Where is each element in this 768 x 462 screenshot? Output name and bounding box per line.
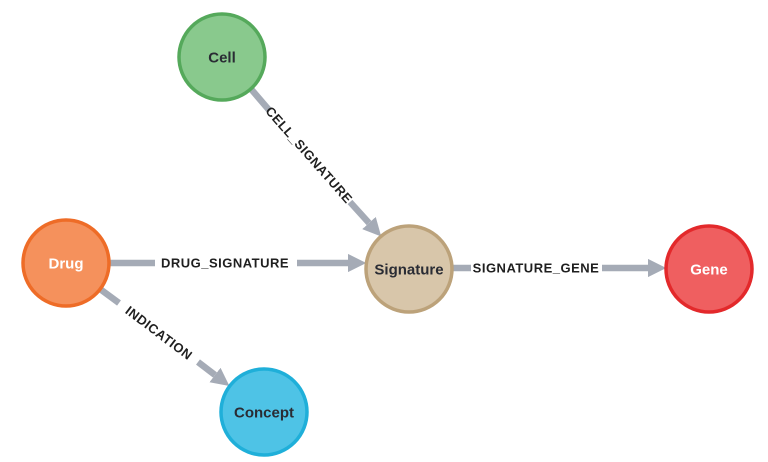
node-label-gene: Gene xyxy=(690,262,728,279)
node-cell[interactable]: Cell xyxy=(177,12,267,102)
node-signature[interactable]: Signature xyxy=(364,224,454,314)
node-label-signature: Signature xyxy=(374,262,443,279)
node-label-drug: Drug xyxy=(49,256,84,273)
node-circle-signature[interactable] xyxy=(364,224,454,314)
edge-signature-gene[interactable]: SIGNATURE_GENE xyxy=(452,258,667,278)
edge-cell-signature[interactable]: CELL_SIGNATURE xyxy=(248,86,382,237)
edge-arrow-segment xyxy=(347,199,382,237)
edge-label-drug-signature: DRUG_SIGNATURE xyxy=(161,256,289,271)
edge-label-cell-signature: CELL_SIGNATURE xyxy=(262,104,355,207)
node-gene[interactable]: Gene xyxy=(664,224,754,314)
node-circle-drug[interactable] xyxy=(21,218,111,308)
node-circle-concept[interactable] xyxy=(219,367,309,457)
node-circle-cell[interactable] xyxy=(177,12,267,102)
edge-arrow-segment xyxy=(196,359,230,387)
node-label-cell: Cell xyxy=(208,50,236,67)
node-concept[interactable]: Concept xyxy=(219,367,309,457)
edge-label-indication: INDICATION xyxy=(123,303,196,363)
node-drug[interactable]: Drug xyxy=(21,218,111,308)
node-circle-gene[interactable] xyxy=(664,224,754,314)
edge-segment xyxy=(98,286,121,306)
edge-segment xyxy=(248,86,272,113)
edge-label-signature-gene: SIGNATURE_GENE xyxy=(473,261,600,276)
edge-drug-signature[interactable]: DRUG_SIGNATURE xyxy=(109,253,367,273)
node-label-concept: Concept xyxy=(234,405,294,422)
edge-drug-concept[interactable]: INDICATION xyxy=(98,286,230,387)
